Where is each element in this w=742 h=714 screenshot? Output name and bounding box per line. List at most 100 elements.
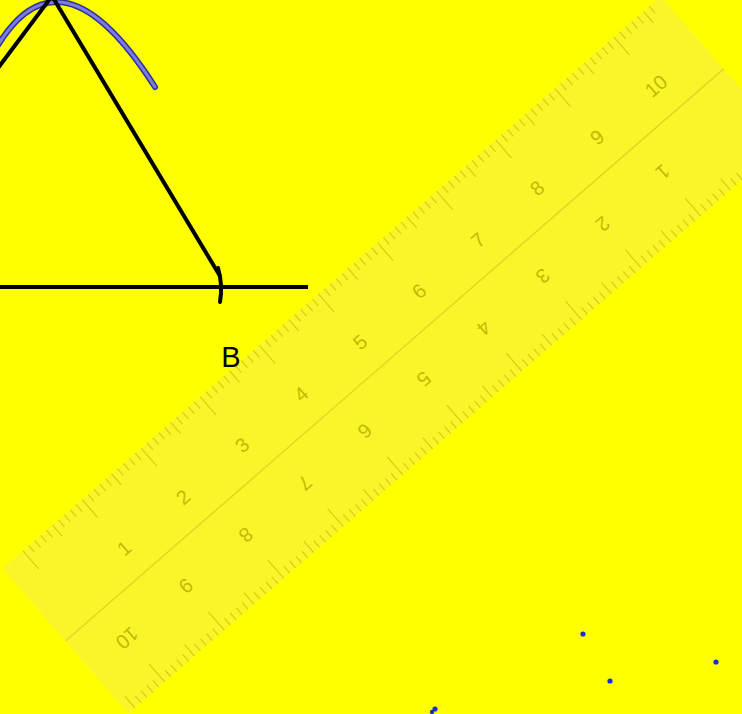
tick	[183, 654, 189, 661]
tick	[507, 130, 513, 137]
tick	[125, 696, 135, 707]
tick	[389, 232, 395, 239]
tick	[349, 509, 355, 516]
ruler-number: 10	[112, 623, 142, 653]
ruler-number: 9	[586, 126, 608, 148]
tick	[549, 94, 555, 101]
tick	[312, 299, 318, 306]
tick	[721, 179, 731, 190]
tick	[614, 37, 630, 55]
tick	[401, 222, 407, 229]
tick	[683, 220, 689, 227]
tick	[259, 345, 275, 363]
tick	[361, 499, 367, 506]
ruler-number: 3	[533, 265, 555, 287]
tick	[442, 186, 448, 193]
tick	[236, 608, 242, 615]
tick	[377, 243, 393, 261]
tick	[47, 530, 53, 537]
tick	[601, 282, 611, 293]
ruler-number: 6	[354, 420, 376, 442]
tick	[360, 258, 366, 265]
tick	[647, 251, 653, 258]
tick	[171, 665, 177, 672]
tick	[637, 17, 643, 24]
tick	[415, 453, 421, 460]
tick	[332, 525, 338, 532]
ruler-number: 8	[527, 177, 549, 199]
tick	[448, 181, 454, 188]
tick	[463, 411, 469, 418]
tick	[52, 525, 62, 536]
tick	[135, 453, 141, 460]
tick	[472, 160, 478, 167]
tick	[649, 6, 655, 13]
compass-arc	[0, 2, 155, 87]
tick	[147, 443, 153, 450]
tick	[506, 353, 522, 371]
tick	[206, 392, 212, 399]
tick	[290, 561, 296, 568]
tick	[588, 302, 594, 309]
tick	[502, 135, 508, 142]
tick	[572, 73, 578, 80]
tick	[413, 212, 419, 219]
triangle-construction	[0, 0, 308, 302]
triangle-side	[0, 0, 52, 72]
tick	[558, 328, 564, 335]
tick	[513, 124, 519, 131]
tick	[64, 515, 70, 522]
tick	[123, 463, 129, 470]
tick	[70, 510, 76, 517]
tick	[484, 150, 490, 157]
tick	[165, 670, 171, 677]
tick	[433, 437, 439, 444]
tick	[431, 196, 437, 203]
tick	[94, 489, 100, 496]
tick	[395, 227, 401, 234]
tick	[387, 457, 403, 475]
tick	[348, 268, 358, 279]
tick	[141, 691, 147, 698]
tick	[685, 198, 701, 216]
tick	[289, 320, 299, 331]
tick	[534, 349, 540, 356]
tick	[466, 166, 476, 177]
tick	[653, 246, 659, 253]
dot	[430, 710, 434, 714]
tick	[355, 504, 361, 511]
ruler-number: 4	[473, 316, 495, 338]
tick	[419, 207, 425, 214]
tick	[201, 639, 207, 646]
ruler	[3, 0, 742, 713]
tick	[117, 469, 123, 476]
ruler-number: 6	[408, 280, 430, 302]
tick	[304, 541, 314, 552]
dot	[713, 659, 718, 664]
tick	[268, 560, 284, 578]
tick	[244, 593, 254, 604]
tick	[661, 231, 671, 242]
tick	[153, 438, 159, 445]
tick	[659, 240, 665, 247]
tick	[182, 412, 188, 419]
tick	[623, 271, 629, 278]
tick	[566, 301, 582, 319]
tick	[602, 47, 608, 54]
tick	[564, 323, 570, 330]
tick	[29, 546, 35, 553]
tick	[58, 520, 64, 527]
tick	[230, 613, 236, 620]
tick	[35, 541, 41, 548]
tick	[522, 359, 528, 366]
tick	[147, 685, 153, 692]
tick	[324, 289, 330, 296]
tick	[209, 612, 225, 630]
tick	[171, 422, 181, 433]
tick	[528, 354, 534, 361]
tick	[582, 308, 588, 315]
tick	[265, 340, 271, 347]
point-label: B	[221, 343, 240, 372]
tick	[218, 381, 224, 388]
tick	[373, 489, 379, 496]
